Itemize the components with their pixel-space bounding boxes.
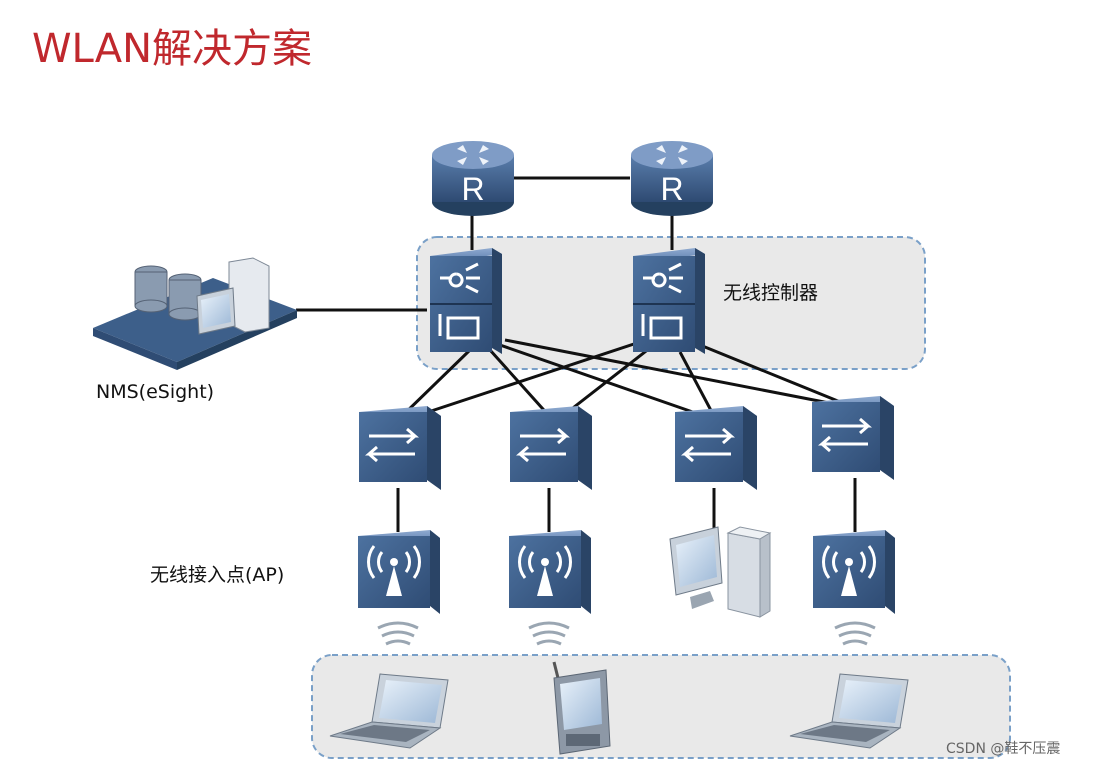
switch-icon xyxy=(675,406,757,490)
desktop-pc-icon xyxy=(669,526,772,618)
watermark: CSDN @鞋不压震 xyxy=(946,741,1061,757)
switch-icon xyxy=(359,406,441,490)
access-point-icon xyxy=(358,530,440,614)
pda-icon xyxy=(552,661,611,755)
nms-server-icon xyxy=(93,257,297,370)
wireless-controller-icon xyxy=(430,248,502,354)
wifi-signal-icon xyxy=(377,621,876,646)
laptop-icon xyxy=(789,673,909,749)
router-icon: R xyxy=(631,141,713,216)
laptop-icon xyxy=(329,673,449,749)
page-title: WLAN解决方案 xyxy=(32,26,313,72)
nms-label: NMS(eSight) xyxy=(96,381,215,403)
controller-label: 无线控制器 xyxy=(723,282,819,304)
svg-text:R: R xyxy=(660,171,683,207)
wireless-controller-icon xyxy=(633,248,705,354)
ap-label: 无线接入点(AP) xyxy=(150,564,285,586)
access-point-icon xyxy=(509,530,591,614)
access-point-icon xyxy=(813,530,895,614)
router-icon: R xyxy=(432,141,514,216)
switch-icon xyxy=(510,406,592,490)
switch-icon xyxy=(812,396,894,480)
svg-text:R: R xyxy=(461,171,484,207)
links xyxy=(296,176,861,532)
